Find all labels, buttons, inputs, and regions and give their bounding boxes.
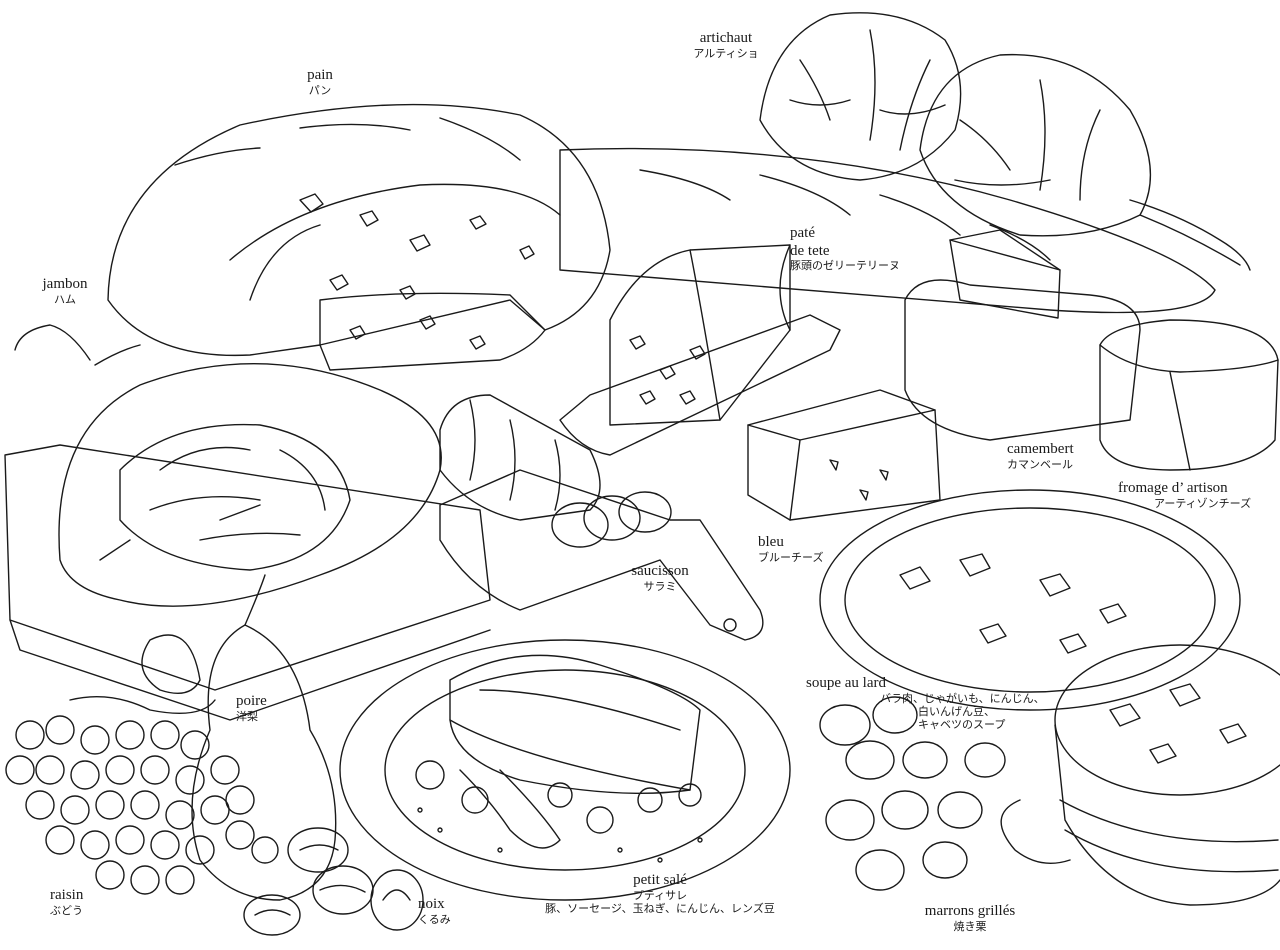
label-saucisson: saucisson サラミ: [610, 563, 710, 594]
grapes-drawing: [6, 697, 278, 894]
label-noix-jp: くるみ: [418, 912, 451, 926]
label-fromage-artison-fr: fromage d’ artison: [1118, 480, 1228, 496]
label-petit-sale: petit salé プティサレ 豚、ソーセージ、玉ねぎ、にんじん、レンズ豆: [520, 872, 800, 916]
label-camembert: camembert カマンベール: [1007, 441, 1127, 472]
artichoke-drawing: [760, 13, 1250, 270]
label-pate-jp: 豚頭のゼリーテリーヌ: [790, 259, 900, 273]
label-jambon-fr: jambon: [42, 276, 88, 292]
bread-drawing: [108, 105, 610, 370]
walnuts-drawing: [244, 828, 423, 935]
label-soupe-fr: soupe au lard: [806, 675, 886, 691]
label-raisin-jp: ぶどう: [50, 903, 83, 917]
label-pain-jp: パン: [308, 83, 332, 97]
label-petit-sale-jp2: 豚、ソーセージ、玉ねぎ、にんじん、レンズ豆: [545, 901, 775, 915]
label-pain-fr: pain: [307, 67, 333, 83]
bleu-cheese-drawing: [748, 390, 940, 520]
label-marrons-jp: 焼き栗: [953, 919, 987, 933]
soup-tureen-drawing: [1001, 645, 1280, 905]
label-pate-fr1: paté: [790, 225, 815, 241]
label-poire: poire 洋梨: [236, 693, 296, 724]
label-soupe-jp2: 白いんげん豆、: [918, 704, 995, 718]
baguette-drawing: [560, 149, 1215, 313]
label-fromage-artison-jp: アーティゾンチーズ: [1154, 496, 1252, 510]
fromage-artison-drawing: [1100, 320, 1278, 470]
label-noix-fr: noix: [418, 896, 445, 912]
label-camembert-jp: カマンベール: [1007, 457, 1073, 471]
label-marrons-fr: marrons grillés: [924, 903, 1016, 919]
label-pain: pain パン: [285, 67, 355, 98]
label-saucisson-fr: saucisson: [631, 563, 689, 579]
label-poire-jp: 洋梨: [236, 709, 258, 723]
label-artichaut-jp: アルティショ: [693, 46, 759, 60]
label-camembert-fr: camembert: [1007, 441, 1074, 457]
pear-drawing: [142, 575, 336, 900]
label-pate-fr2: de tete: [790, 242, 830, 259]
label-petit-sale-fr: petit salé: [633, 872, 687, 888]
label-bleu: bleu ブルーチーズ: [758, 534, 868, 565]
label-noix: noix くるみ: [418, 896, 478, 927]
pate-drawing: [560, 245, 840, 455]
label-raisin-fr: raisin: [50, 887, 84, 903]
label-bleu-fr: bleu: [758, 534, 784, 550]
ham-drawing: [5, 325, 490, 720]
label-fromage-artison: fromage d’ artison アーティゾンチーズ: [1118, 480, 1278, 511]
label-poire-fr: poire: [236, 693, 267, 709]
soup-plate-drawing: [820, 490, 1240, 710]
label-marrons-grilles: marrons grillés 焼き栗: [900, 903, 1040, 934]
label-artichaut: artichaut アルティショ: [666, 30, 786, 61]
label-soupe-jp3: キャベツのスープ: [918, 717, 1006, 731]
petit-sale-plate-drawing: [340, 640, 790, 900]
saucisson-drawing: [440, 395, 763, 640]
label-raisin: raisin ぶどう: [50, 887, 110, 918]
label-petit-sale-jp1: プティサレ: [632, 888, 688, 902]
label-pate: paté de tete 豚頭のゼリーテリーヌ: [790, 225, 930, 273]
chestnuts-drawing: [820, 697, 1005, 890]
label-jambon-jp: ハム: [54, 292, 76, 306]
label-soupe-jp1: バラ肉、じゃがいも、にんじん、: [880, 691, 1045, 705]
label-soupe-au-lard: soupe au lard バラ肉、じゃがいも、にんじん、 白いんげん豆、 キャ…: [806, 675, 1046, 732]
label-jambon: jambon ハム: [25, 276, 105, 307]
label-saucisson-jp: サラミ: [643, 579, 677, 593]
label-bleu-jp: ブルーチーズ: [758, 550, 824, 564]
label-artichaut-fr: artichaut: [699, 30, 753, 46]
cheese-wedge-drawing: [905, 230, 1140, 440]
